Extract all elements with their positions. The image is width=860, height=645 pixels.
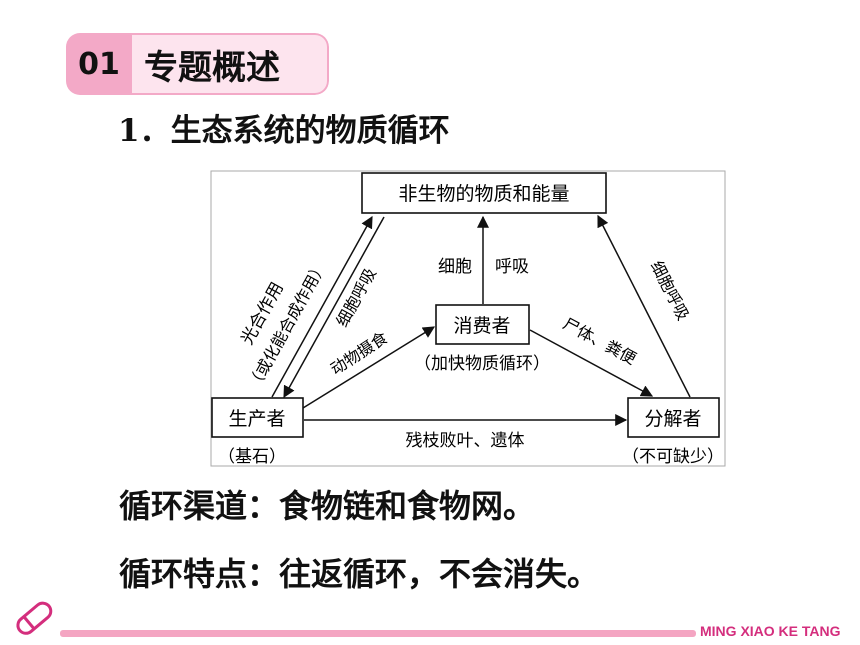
label-consumer-resp-1: 细胞 [438, 257, 472, 277]
node-left: 生产者 [228, 408, 285, 430]
node-top: 非生物的物质和能量 [398, 183, 569, 205]
label-consumer-resp-2: 呼吸 [495, 257, 529, 277]
label-consumer-remains: 尸体、粪便 [560, 314, 640, 368]
footer-brand: MING XIAO KE TANG [700, 623, 841, 639]
arrow-feeding [302, 326, 436, 409]
label-producer-remains: 残枝败叶、遗体 [406, 431, 525, 451]
label-decomposer-respiration: 细胞呼吸 [647, 258, 693, 324]
arrow-consumer-remains [529, 329, 654, 397]
section-heading: 专题概述 [132, 33, 329, 95]
footer-bar [60, 630, 696, 637]
node-left-note: （基石） [218, 447, 286, 467]
arrow-photosynthesis [271, 215, 373, 398]
node-box-top [361, 172, 607, 214]
section-header: 01 专题概述 [66, 33, 329, 95]
node-center: 消费者 [453, 315, 510, 337]
diagram-frame [210, 170, 726, 467]
section-number: 01 [66, 33, 132, 95]
subsection-title: 1．生态系统的物质循环 [118, 113, 450, 149]
pencil-icon [16, 601, 53, 635]
node-box-right [627, 397, 720, 438]
node-right: 分解者 [644, 408, 701, 430]
body-line-channel: 循环渠道：食物链和食物网。 [119, 487, 536, 525]
arrow-decomposer-respiration [597, 214, 691, 398]
node-right-note: （不可缺少） [622, 447, 724, 467]
label-feeding: 动物摄食 [327, 328, 391, 379]
node-box-left [211, 397, 304, 438]
node-box-center [435, 304, 530, 345]
arrow-producer-respiration [283, 216, 385, 399]
node-center-note: （加快物质循环） [414, 354, 550, 374]
body-line-feature: 循环特点：往返循环，不会消失。 [119, 555, 600, 593]
